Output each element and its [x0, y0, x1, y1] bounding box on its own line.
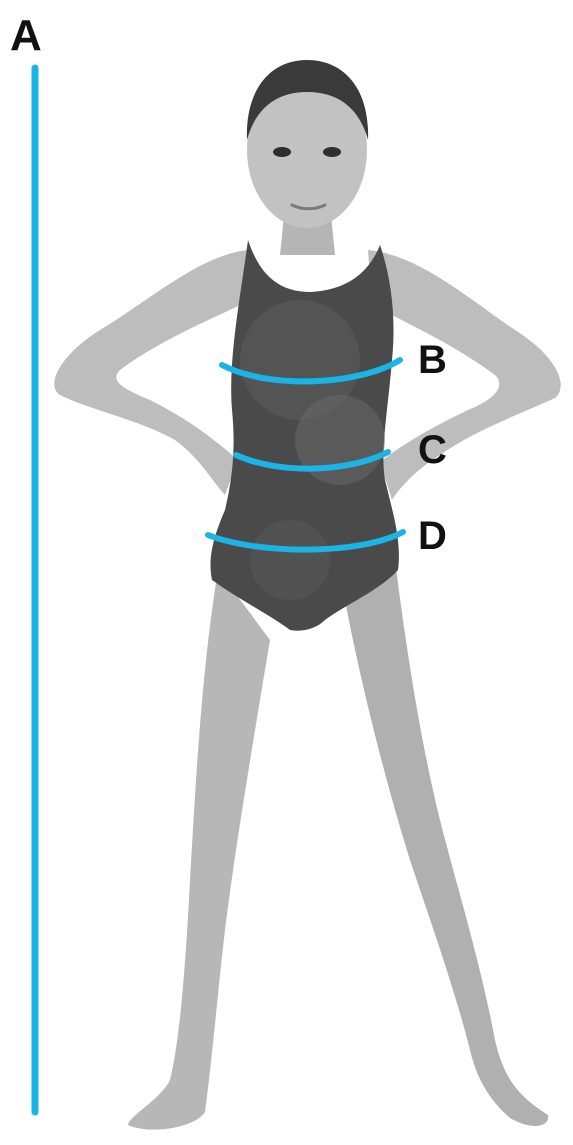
measure-label-a: A [10, 16, 42, 56]
measure-label-b: B [418, 340, 447, 380]
right-arm [368, 250, 561, 500]
left-arm [54, 250, 248, 495]
left-leg [128, 570, 270, 1130]
child-figure [54, 60, 560, 1130]
measure-label-c: C [418, 430, 447, 470]
measure-label-d: D [418, 516, 447, 556]
right-leg [345, 560, 548, 1126]
